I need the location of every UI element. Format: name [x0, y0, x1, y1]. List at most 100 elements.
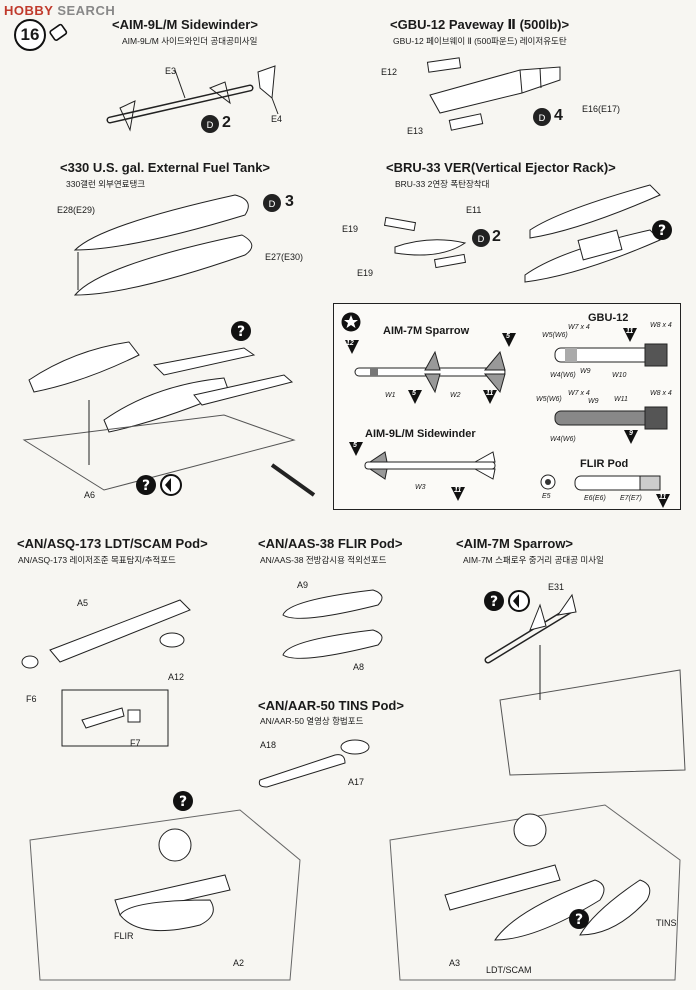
- paint-aim9-drawing: [364, 451, 496, 480]
- bru-part-e19-b: E19: [357, 268, 374, 278]
- bru-title: <BRU-33 VER(Vertical Ejector Rack)>: [386, 160, 616, 175]
- ldt-detail-box: [61, 689, 169, 747]
- aim7-title: <AIM-7M Sparrow>: [456, 536, 574, 551]
- paint-aim9-w3: W3: [415, 484, 426, 491]
- mount-part-a6: A6: [84, 490, 96, 500]
- ldt-part-f7: F7: [130, 738, 141, 748]
- paint-flir-e6: E6(E6): [584, 495, 606, 502]
- bottom-right-install-drawing: [389, 804, 681, 981]
- aim7-install-drawing: [484, 593, 686, 776]
- flir-pod-drawing: [282, 589, 383, 659]
- tank-part-e27: E27(E30): [265, 252, 304, 262]
- svg-text:?: ?: [142, 478, 150, 494]
- glue-icon: [49, 23, 68, 41]
- ldt-part-a12: A12: [168, 672, 185, 682]
- tins-title: <AN/AAR-50 TINS Pod>: [258, 698, 404, 713]
- paint-flir-drawing: [574, 475, 661, 491]
- bru-rack-drawing: [383, 216, 467, 269]
- help-icon: ?: [652, 220, 672, 240]
- paint-gbu-b-w8: W8 x 4: [650, 390, 672, 397]
- decal-icon: D: [472, 229, 490, 247]
- tins-part-a17: A17: [348, 777, 365, 787]
- flir-pod-part-a9: A9: [297, 580, 309, 590]
- tins-part-a18: A18: [260, 740, 277, 750]
- paint-color-marker: [483, 390, 497, 404]
- ldt-part-a5: A5: [77, 598, 89, 608]
- help-icon: ?: [231, 321, 251, 341]
- help-icon: ?: [484, 591, 504, 611]
- paint-gbu-a-w10: W10: [612, 372, 627, 379]
- paint-gbu-b-w9: W9: [588, 398, 599, 405]
- flir-pod-title: <AN/AAS-38 FLIR Pod>: [258, 536, 403, 551]
- paint-aim7-w1: W1: [385, 392, 396, 399]
- paint-gbu-a-w9: W9: [580, 368, 591, 375]
- paint-color-marker: [624, 430, 638, 444]
- gbu12-qty: 4: [554, 107, 563, 124]
- paint-aim9-color-5: 5: [353, 442, 357, 449]
- gbu12-part-e12: E12: [381, 67, 398, 77]
- paint-gbu-color-11: 11: [626, 328, 634, 335]
- paint-color-marker: [623, 328, 637, 342]
- help-icon: ?: [173, 791, 193, 811]
- svg-text:?: ?: [490, 594, 498, 610]
- tank-subtitle: 330갤런 외부연료탱크: [66, 179, 146, 189]
- paint-color-marker: [451, 487, 465, 501]
- paint-gbu-a-w5: W5(W6): [542, 332, 568, 339]
- watermark-suffix: SEARCH: [53, 3, 116, 18]
- svg-text:D: D: [269, 200, 276, 210]
- gbu12-part-e16: E16(E17): [582, 104, 621, 114]
- flir-pod-subtitle: AN/AAS-38 전방감시용 적외선포드: [260, 555, 387, 565]
- bru-assembled-drawing: [524, 184, 661, 283]
- paint-aim9-title: AIM-9L/M Sidewinder: [365, 428, 476, 440]
- paint-gbu-title: GBU-12: [588, 312, 629, 324]
- option-icon: [160, 474, 182, 496]
- wing-mount-drawing: [22, 341, 316, 497]
- paint-aim9-color-11: 11: [454, 487, 462, 494]
- tins-pod-drawing: [258, 739, 370, 788]
- ldt-subtitle: AN/ASQ-173 레이저조준 목표탐지/추적포드: [18, 555, 176, 565]
- paint-flir-e7: E7(E7): [620, 495, 642, 502]
- paint-gbu-a-w7: W7 x 4: [568, 324, 590, 331]
- paint-gbu-b-w11: W11: [614, 396, 628, 403]
- paint-color-marker: [345, 340, 359, 354]
- aim9-subtitle: AIM-9L/M 사이드와인더 공대공미사일: [122, 36, 258, 46]
- paint-aim7-color-11: 11: [486, 390, 494, 397]
- watermark-brand: HOBBY: [4, 3, 54, 18]
- bru-qty: 2: [492, 228, 501, 245]
- paint-flir-e5: E5: [542, 493, 551, 500]
- gbu12-bomb-drawing: [426, 57, 561, 131]
- help-icon: ?: [569, 909, 589, 929]
- paint-gbu-b-w5: W5(W6): [536, 396, 562, 403]
- option-icon: [508, 590, 530, 612]
- flir-pod-part-a8: A8: [353, 662, 365, 672]
- paint-gbu-b-w4: W4(W6): [550, 436, 576, 443]
- tank-part-e28: E28(E29): [57, 205, 96, 215]
- aim9-part-e3: E3: [165, 66, 177, 76]
- paint-color-marker: [502, 333, 516, 347]
- tins-subtitle: AN/AAR-50 열영상 항법포드: [260, 716, 364, 726]
- paint-gbu-b-w7: W7 x 4: [568, 390, 590, 397]
- svg-text:?: ?: [575, 912, 583, 928]
- ldt-pod-drawing: [21, 599, 191, 669]
- paint-aim7-color-5b: 5: [506, 333, 510, 340]
- bottom-left-install-drawing: [29, 809, 301, 981]
- paint-aim7-drawing: [354, 350, 506, 394]
- paint-gbu-drawing-b: [554, 406, 668, 430]
- paint-color-marker: [349, 442, 363, 456]
- bottom-right-ldt: LDT/SCAM: [486, 965, 532, 975]
- svg-text:?: ?: [658, 223, 666, 239]
- bru-part-e11: E11: [466, 205, 482, 215]
- svg-text:D: D: [539, 114, 546, 124]
- paint-gbu-drawing-a: [554, 343, 668, 367]
- fuel-tank-drawing: [73, 194, 253, 296]
- bru-part-e19-a: E19: [342, 224, 359, 234]
- step-number: 16: [14, 19, 46, 51]
- decal-icon: D: [201, 115, 219, 133]
- aim9-qty: 2: [222, 114, 231, 131]
- aim7-part-e31: E31: [548, 582, 565, 592]
- hobby-search-watermark: HOBBY SEARCH: [4, 3, 115, 18]
- paint-aim7-w2: W2: [450, 392, 461, 399]
- star-icon: [341, 312, 361, 332]
- gbu12-title: <GBU-12 Paveway Ⅱ (500lb)>: [390, 17, 570, 32]
- paint-flir-title: FLIR Pod: [580, 458, 629, 470]
